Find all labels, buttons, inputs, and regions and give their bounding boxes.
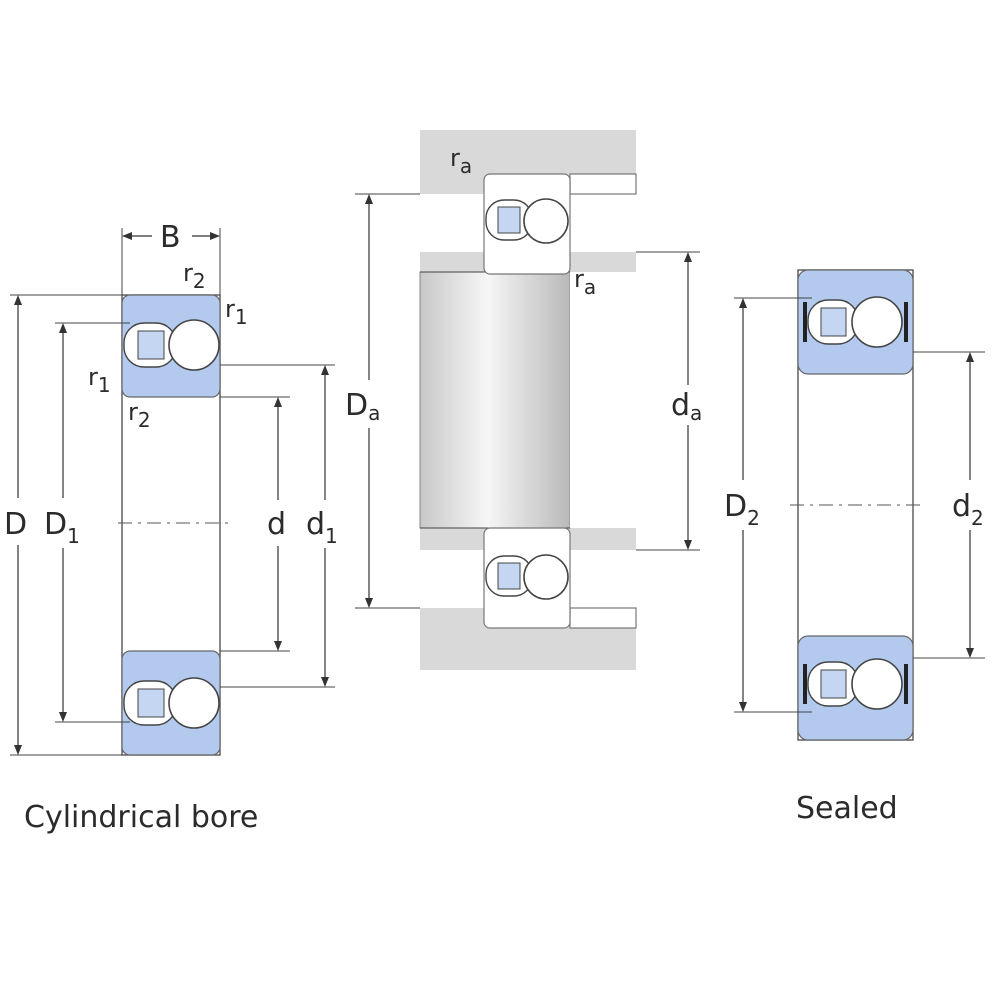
top-cagebar-right <box>820 307 847 337</box>
bottom-seal-left-right <box>803 664 807 704</box>
top-ball-right <box>851 296 903 348</box>
label-r1-top: r1 <box>225 295 248 329</box>
top-seal-left-right <box>803 302 807 342</box>
top-seal-right-right <box>904 302 908 342</box>
bottom-ball-left <box>168 677 220 729</box>
label-d1: d1 <box>306 507 338 548</box>
caption-sealed: Sealed <box>796 791 898 826</box>
label-D2: D2 <box>724 489 760 530</box>
mounted-ball-bottom <box>523 554 569 600</box>
dim-d <box>274 397 282 651</box>
label-Da: Da <box>345 388 380 425</box>
dim-B <box>122 232 220 240</box>
dim-d2 <box>966 352 974 658</box>
label-r1-side: r1 <box>88 363 111 397</box>
label-d2: d2 <box>952 489 984 530</box>
label-da: da <box>671 388 702 425</box>
mounted-ball-top <box>523 198 569 244</box>
bottom-cage-bar-left <box>137 688 165 718</box>
label-D: D <box>4 507 27 542</box>
caption-cylindrical-bore: Cylindrical bore <box>24 800 258 835</box>
label-r2-top: r2 <box>183 259 206 293</box>
cylindrical-bore-bearing: B D D1 d d1 r2 r1 r1 r2 Cylindrical bore <box>4 220 338 835</box>
shaft <box>419 271 571 529</box>
shaft-step <box>570 272 636 528</box>
housing-shoulder-bottom <box>569 607 637 629</box>
housing-shoulder-top <box>569 173 637 195</box>
label-ra-side: ra <box>574 265 596 299</box>
label-D1: D1 <box>44 507 80 548</box>
mounted-cagebar-bottom <box>497 562 521 590</box>
dim-Da <box>365 194 373 608</box>
top-cage-bar-left <box>137 330 165 360</box>
mounting-diagram: Da da ra ra <box>345 130 702 670</box>
top-ball-left <box>168 319 220 371</box>
label-ra-top: ra <box>450 144 472 178</box>
sealed-bearing: D2 d2 Sealed <box>724 269 985 826</box>
bottom-seal-right-right <box>904 664 908 704</box>
dim-d1 <box>321 365 329 687</box>
mounted-cagebar-top <box>497 206 521 234</box>
dim-D1 <box>59 323 67 722</box>
label-r2-side: r2 <box>128 398 151 432</box>
dim-D2 <box>739 298 747 712</box>
dim-D <box>14 295 22 755</box>
label-B: B <box>160 220 181 255</box>
bottom-ball-right <box>851 658 903 710</box>
label-d: d <box>267 507 286 542</box>
bottom-cagebar-right <box>820 669 847 699</box>
dim-da <box>684 252 692 550</box>
